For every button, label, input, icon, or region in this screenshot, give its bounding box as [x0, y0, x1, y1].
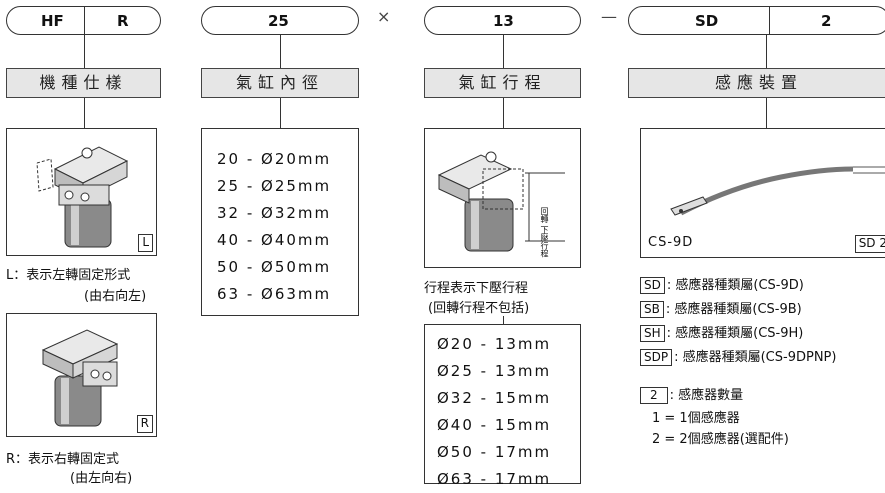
left-rotation-direction: (由右向左) — [84, 289, 147, 304]
dash-separator: — — [601, 7, 617, 26]
sensor-type-text: : 感應器種類屬(CS-9D) — [666, 278, 804, 293]
sensor-qty-option-2: 2 = 2個感應器(選配件) — [652, 432, 789, 447]
stroke-cylinder-image: 回轉 下壓行程 — [424, 128, 581, 268]
sensor-qty-option-1: 1 = 1個感應器 — [652, 411, 740, 426]
sensor-qty-text: : 感應器數量 — [669, 388, 744, 403]
sensor-qty-row: 2: 感應器數量 — [640, 384, 743, 404]
pill-divider — [84, 7, 85, 34]
bore-size-item: 50 - Ø50mm — [217, 258, 332, 276]
sensor-type-code-sd: SD — [640, 277, 665, 294]
connector-line — [280, 35, 281, 68]
connector-line — [766, 35, 767, 68]
cylinder-illustration-l — [36, 146, 129, 248]
stroke-description-note: (回轉行程不包括) — [428, 301, 530, 316]
left-rotation-cylinder-image: L — [6, 128, 157, 256]
sensor-type-code: SD — [695, 12, 719, 30]
bore-code: 25 — [268, 12, 289, 30]
sensor-code-pill: SD 2 — [628, 6, 885, 35]
stroke-illustration — [437, 151, 565, 252]
stroke-dim-label-rotate: 回轉 — [540, 207, 549, 223]
bore-size-item: 20 - Ø20mm — [217, 150, 332, 168]
header-bore-size: 氣缸內徑 — [201, 68, 359, 98]
sensor-type-row: SB: 感應器種類屬(CS-9B) — [640, 298, 802, 318]
sensor-type-row: SH: 感應器種類屬(CS-9H) — [640, 322, 803, 342]
sensor-type-text: : 感應器種類屬(CS-9B) — [665, 302, 802, 317]
bore-size-item: 25 - Ø25mm — [217, 177, 332, 195]
bore-size-list: 20 - Ø20mm 25 - Ø25mm 32 - Ø32mm 40 - Ø4… — [201, 128, 359, 316]
connector-line — [503, 35, 504, 68]
bore-size-item: 40 - Ø40mm — [217, 231, 332, 249]
bore-size-item: 32 - Ø32mm — [217, 204, 332, 222]
stroke-item: Ø50 - 17mm — [437, 443, 552, 461]
stroke-dim-label: 回轉 下壓行程 — [540, 207, 549, 258]
header-sensor: 感應裝置 — [628, 68, 885, 98]
times-separator: × — [377, 7, 391, 26]
stroke-item: Ø63 - 17mm — [437, 470, 552, 488]
bore-size-item: 63 - Ø63mm — [217, 285, 332, 303]
sensor-type-row: SD: 感應器種類屬(CS-9D) — [640, 274, 804, 294]
connector-line — [84, 98, 85, 128]
model-code-direction: R — [117, 12, 129, 30]
left-rotation-description: L：表示左轉固定形式 — [6, 268, 131, 283]
model-code-pill: HF R — [6, 6, 161, 35]
stroke-item: Ø32 - 15mm — [437, 389, 552, 407]
model-code-series: HF — [41, 12, 64, 30]
right-rotation-cylinder-image: R — [6, 313, 157, 437]
connector-line — [84, 35, 85, 68]
connector-line — [280, 98, 281, 128]
sensor-type-code-sh: SH — [640, 325, 665, 342]
right-rotation-description: R：表示右轉固定式 — [6, 452, 120, 467]
connector-line — [766, 98, 767, 128]
sensor-qty-code: 2 — [821, 12, 832, 30]
stroke-description: 行程表示下壓行程 — [424, 281, 529, 296]
sensor-qty-code-box: 2 — [640, 387, 668, 404]
connector-line — [503, 98, 504, 128]
direction-tag-r: R — [136, 415, 153, 433]
sensor-illustration — [670, 166, 885, 216]
connector-line — [503, 316, 504, 324]
stroke-item: Ø40 - 15mm — [437, 416, 552, 434]
sensor-image: CS-9D SD 2 — [640, 128, 885, 258]
sensor-type-code-sb: SB — [640, 301, 664, 318]
stroke-code: 13 — [493, 12, 514, 30]
stroke-item: Ø25 - 13mm — [437, 362, 552, 380]
header-stroke: 氣缸行程 — [424, 68, 581, 98]
stroke-code-pill: 13 — [424, 6, 581, 35]
cylinder-illustration-r — [41, 329, 119, 427]
stroke-list: Ø20 - 13mm Ø25 - 13mm Ø32 - 15mm Ø40 - 1… — [424, 324, 581, 488]
direction-tag-l: L — [138, 234, 153, 252]
header-model-spec: 機種仕樣 — [6, 68, 161, 98]
sensor-type-text: : 感應器種類屬(CS-9H) — [666, 326, 804, 341]
bore-code-pill: 25 — [201, 6, 359, 35]
sensor-tag: SD 2 — [854, 235, 885, 253]
sensor-type-text: : 感應器種類屬(CS-9DPNP) — [674, 350, 837, 365]
sensor-model-label: CS-9D — [648, 235, 694, 250]
sensor-type-row: SDP: 感應器種類屬(CS-9DPNP) — [640, 346, 836, 366]
sensor-type-code-sdp: SDP — [640, 349, 673, 366]
stroke-item: Ø20 - 13mm — [437, 335, 552, 353]
pill-divider — [769, 7, 770, 34]
stroke-dim-label-press: 下壓行程 — [540, 225, 549, 258]
